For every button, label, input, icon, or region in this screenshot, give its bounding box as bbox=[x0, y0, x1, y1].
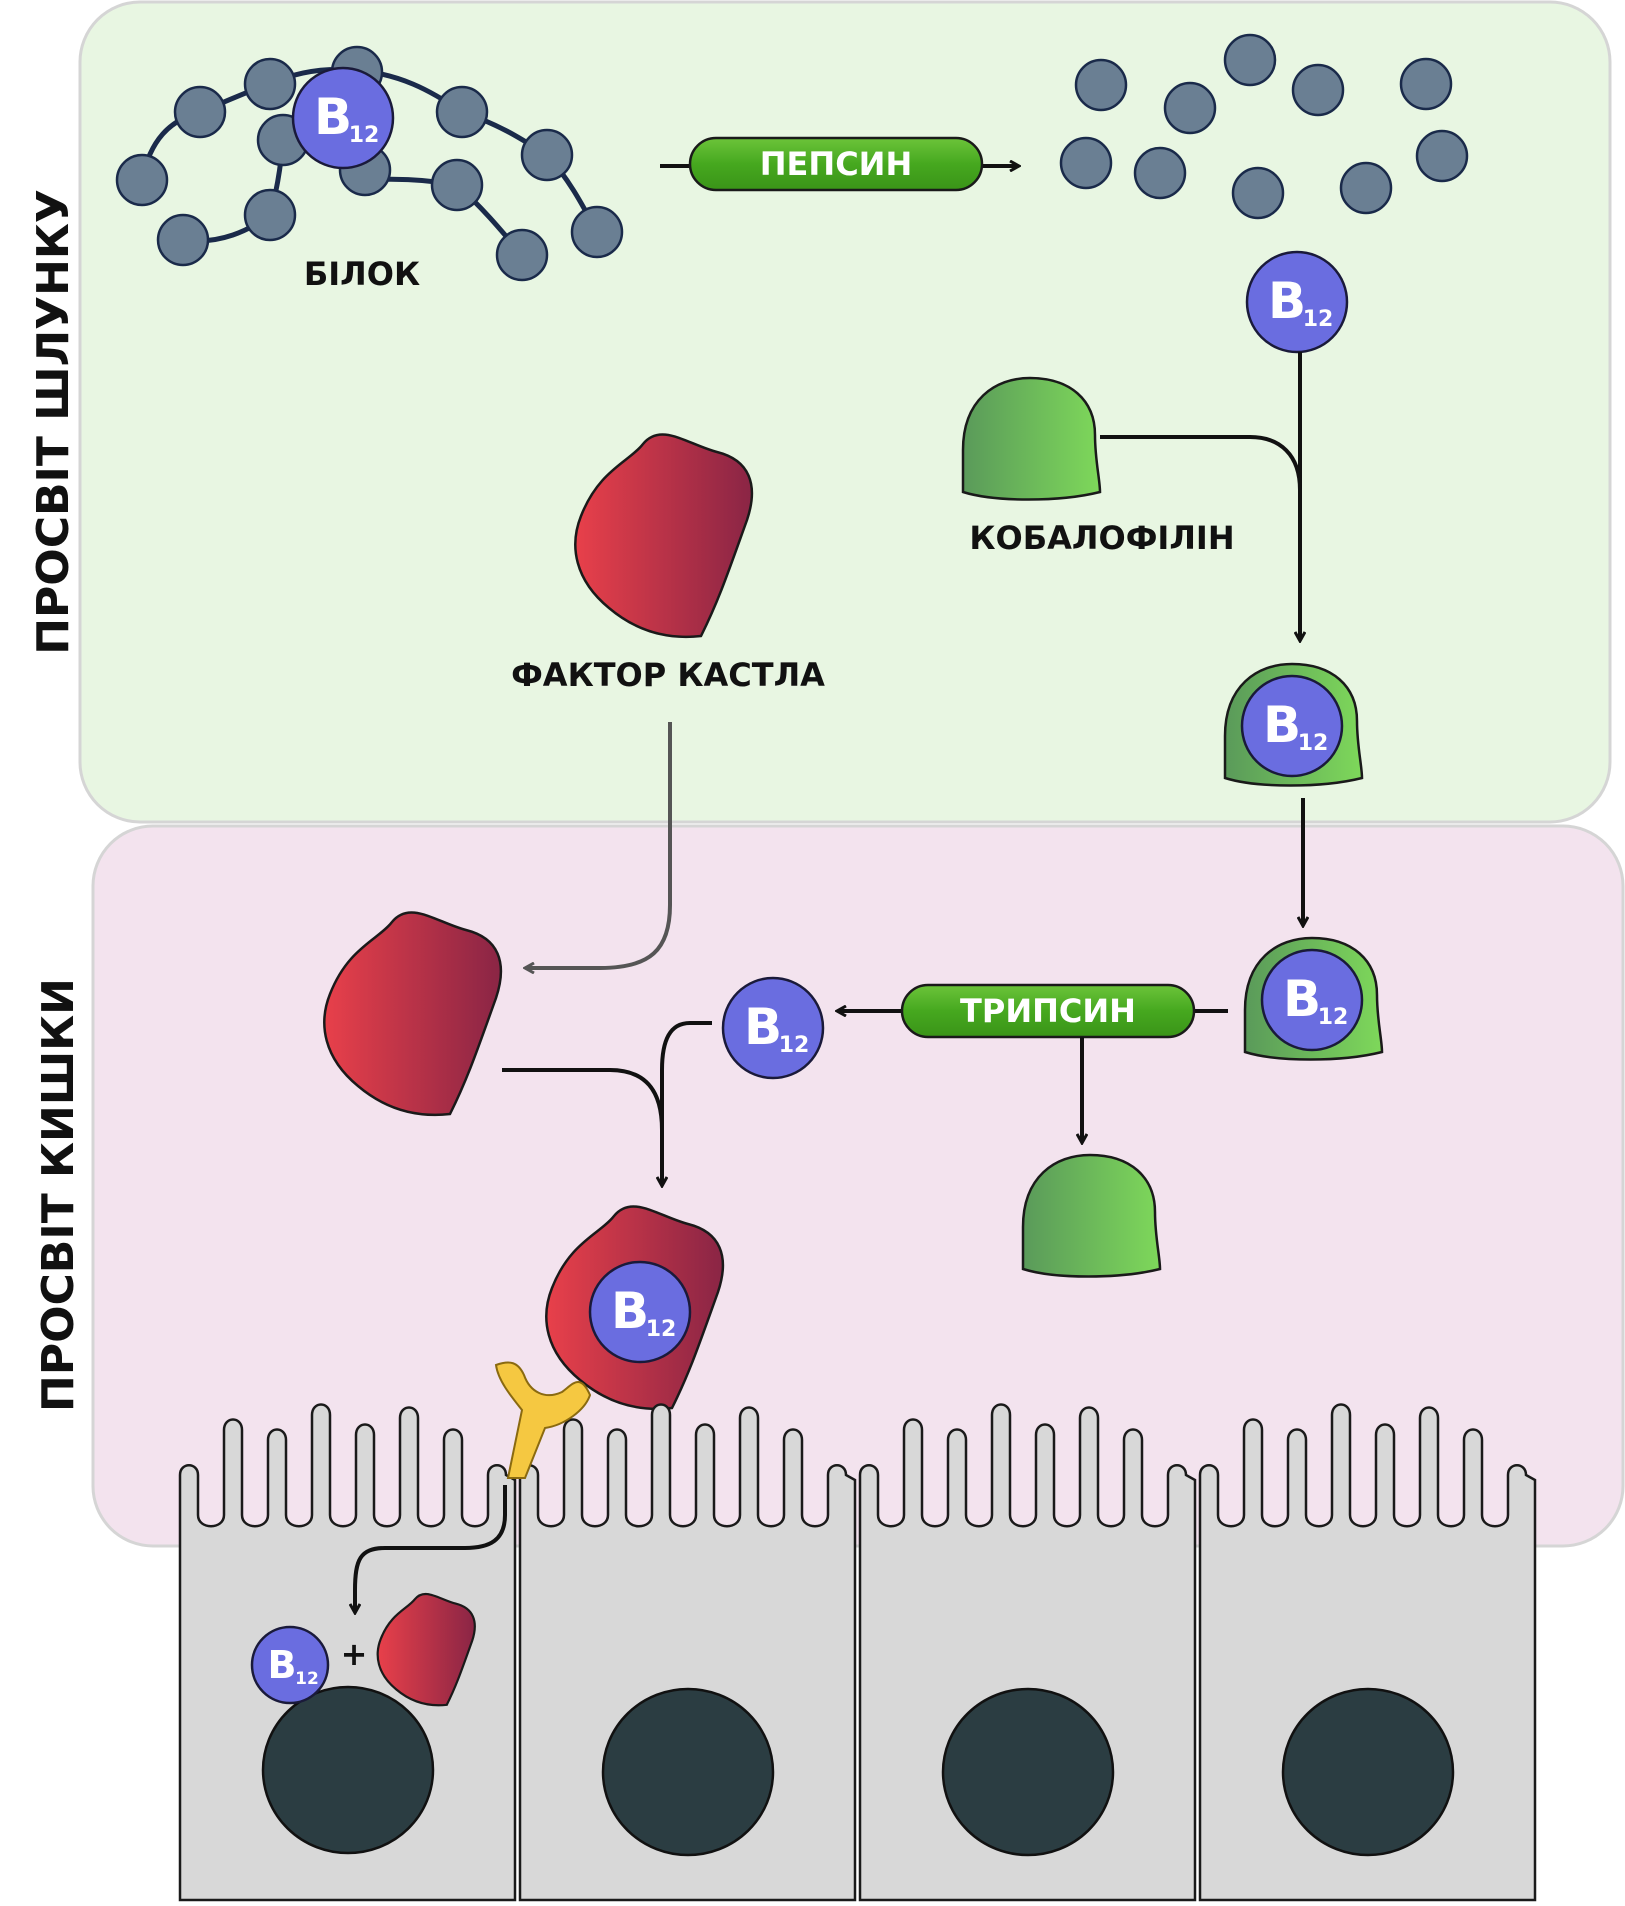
cell-nucleus bbox=[601, 1687, 775, 1857]
amino-acid bbox=[1074, 58, 1128, 112]
b12-molecule: B 12 bbox=[1260, 948, 1364, 1052]
amino-acid bbox=[156, 213, 210, 267]
amino-acid bbox=[173, 85, 227, 139]
castle-factor-label: ФАКТОР КАСТЛА bbox=[511, 656, 825, 694]
b12-cobalophilin-complex: B 12 bbox=[1223, 662, 1364, 787]
castle-factor-protein bbox=[323, 911, 503, 1117]
svg-text:B: B bbox=[1268, 272, 1306, 330]
protein-with-b12: B 12 bbox=[115, 45, 624, 282]
cell-nucleus bbox=[1281, 1687, 1455, 1857]
amino-acid bbox=[1399, 57, 1453, 111]
cobalophilin-label: КОБАЛОФІЛІН bbox=[969, 519, 1234, 557]
svg-text:B: B bbox=[314, 88, 352, 146]
svg-text:12: 12 bbox=[1298, 731, 1329, 756]
b12-castle-factor-complex: B 12 bbox=[545, 1205, 725, 1411]
stomach-region-label: ПРОСВІТ ШЛУНКУ bbox=[28, 189, 79, 655]
amino-acid bbox=[520, 128, 574, 182]
svg-text:B: B bbox=[744, 998, 782, 1056]
svg-text:B: B bbox=[1283, 970, 1321, 1028]
amino-acid bbox=[435, 85, 489, 139]
svg-text:12: 12 bbox=[1318, 1005, 1349, 1030]
b12-molecule: B 12 bbox=[588, 1260, 692, 1364]
internalization-arrow bbox=[355, 1485, 507, 1612]
plus-sign: + bbox=[341, 1635, 368, 1673]
pepsin-label: ПЕПСИН bbox=[760, 145, 912, 183]
amino-acid bbox=[243, 188, 297, 242]
cell-nucleus bbox=[261, 1685, 435, 1855]
svg-text:12: 12 bbox=[1303, 307, 1334, 332]
b12-cobalophilin-complex: B 12 bbox=[1243, 936, 1384, 1061]
b12-molecule: B 12 bbox=[721, 976, 825, 1080]
b12-molecule: B 12 bbox=[291, 66, 395, 170]
amino-acid bbox=[1339, 161, 1393, 215]
castle-factor-protein bbox=[574, 433, 754, 639]
amino-acid bbox=[495, 228, 549, 282]
amino-acid bbox=[1163, 81, 1217, 135]
svg-text:B: B bbox=[1263, 696, 1301, 754]
amino-acid bbox=[430, 158, 484, 212]
amino-acid bbox=[243, 57, 297, 111]
b12-molecule: B 12 bbox=[250, 1625, 330, 1705]
svg-text:12: 12 bbox=[646, 1317, 677, 1342]
epithelial-cells bbox=[178, 1403, 1537, 1902]
protein-label: БІЛОК bbox=[304, 255, 420, 293]
cobalophilin-protein bbox=[961, 376, 1102, 501]
cell-nucleus bbox=[941, 1687, 1115, 1857]
amino-acid bbox=[1231, 166, 1285, 220]
amino-acid bbox=[1133, 146, 1187, 200]
cobalophilin-join-line bbox=[1100, 435, 1302, 491]
free-amino-acids bbox=[1059, 33, 1469, 220]
castle-factor-transfer-arrow bbox=[526, 722, 672, 968]
intestine-region-label: ПРОСВІТ КИШКИ bbox=[33, 978, 84, 1412]
amino-acid bbox=[115, 153, 169, 207]
amino-acid bbox=[570, 205, 624, 259]
amino-acid bbox=[1059, 136, 1113, 190]
trypsin-enzyme bbox=[900, 983, 1196, 1039]
svg-text:B: B bbox=[268, 1643, 297, 1687]
svg-text:12: 12 bbox=[349, 123, 380, 148]
trypsin-label: ТРИПСИН bbox=[960, 992, 1136, 1030]
amino-acid bbox=[1223, 33, 1277, 87]
svg-text:B: B bbox=[611, 1282, 649, 1340]
amino-acid bbox=[1415, 129, 1469, 183]
svg-text:12: 12 bbox=[295, 1669, 319, 1689]
castle-factor-protein bbox=[376, 1593, 476, 1707]
pepsin-enzyme bbox=[688, 136, 984, 192]
b12-molecule: B 12 bbox=[1245, 250, 1349, 354]
cobalophilin-protein bbox=[1021, 1153, 1162, 1278]
b12-molecule: B 12 bbox=[1240, 674, 1344, 778]
amino-acid bbox=[1291, 63, 1345, 117]
b12-castle-binding-arrow bbox=[662, 1021, 712, 1185]
receptor bbox=[494, 1361, 592, 1479]
svg-text:12: 12 bbox=[779, 1033, 810, 1058]
